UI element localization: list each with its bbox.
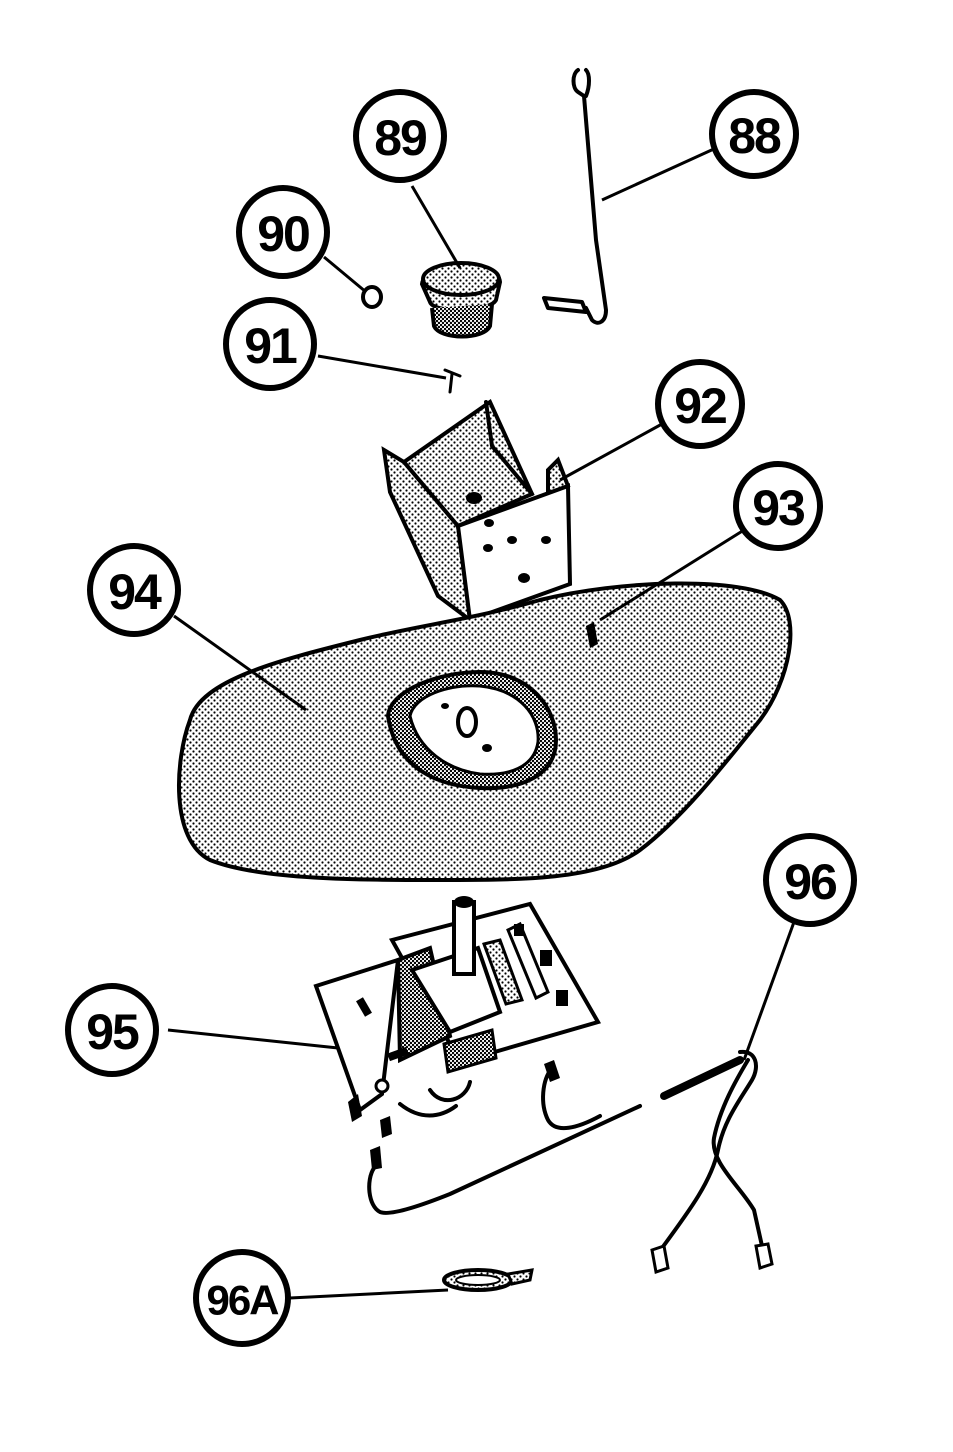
callout-95: 95 <box>65 983 159 1077</box>
leader-92 <box>559 422 663 482</box>
part-96a-clamp <box>442 1268 534 1292</box>
callout-89-label: 89 <box>374 110 426 166</box>
callout-96-label: 96 <box>784 854 836 910</box>
callout-88: 88 <box>709 89 799 179</box>
callout-92: 92 <box>655 359 745 449</box>
part-90-nut <box>361 285 383 309</box>
leader-93 <box>599 528 745 622</box>
part-95-switch-assembly <box>313 896 602 1170</box>
part-93-screw <box>586 622 598 648</box>
callout-95-label: 95 <box>86 1004 139 1060</box>
callout-96: 96 <box>763 833 857 927</box>
callout-91-label: 91 <box>244 318 297 374</box>
leader-95 <box>167 1028 339 1050</box>
switch-wiring <box>367 1060 642 1215</box>
callout-96a: 96A <box>193 1249 291 1347</box>
leader-96a <box>289 1288 449 1300</box>
callout-92-label: 92 <box>674 378 726 434</box>
part-92-bracket <box>381 398 573 625</box>
part-94-insulation-pad <box>177 581 793 882</box>
part-96-wire-harness <box>650 1049 774 1274</box>
part-88-wire-rod <box>542 68 608 325</box>
leader-94 <box>173 614 307 712</box>
callout-89: 89 <box>353 89 447 183</box>
leader-91 <box>317 354 447 380</box>
callout-94-label: 94 <box>108 564 162 620</box>
leader-88 <box>601 146 717 202</box>
callout-91: 91 <box>223 297 317 391</box>
callout-88-label: 88 <box>728 108 781 164</box>
callout-93-label: 93 <box>752 480 804 536</box>
callout-94: 94 <box>87 543 181 637</box>
callout-90: 90 <box>236 185 330 279</box>
leader-96 <box>742 921 796 1061</box>
leader-89 <box>410 185 462 269</box>
callout-96a-label: 96A <box>206 1277 279 1324</box>
callout-90-label: 90 <box>257 206 309 262</box>
callout-93: 93 <box>733 461 823 551</box>
part-89-knob <box>419 261 503 339</box>
part-91-screw <box>443 368 462 394</box>
leader-lines <box>167 146 796 1300</box>
leader-90 <box>323 255 367 294</box>
